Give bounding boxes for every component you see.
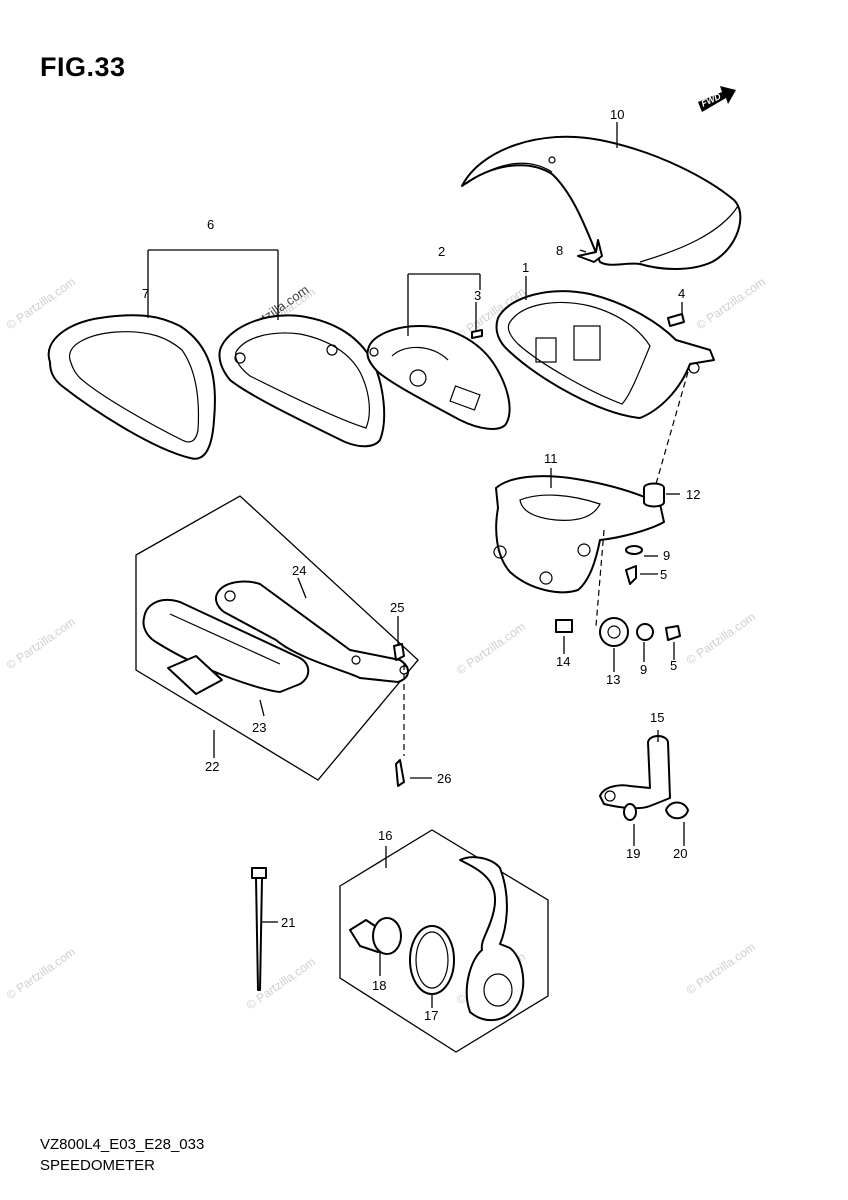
sensor-hub <box>459 856 525 1022</box>
screw-8 <box>577 239 603 263</box>
diagram-name: SPEEDOMETER <box>40 1157 156 1174</box>
callout-2: 2 <box>438 244 445 259</box>
watermark: © Partzilla.com <box>4 615 78 673</box>
callout-numbers: 10 6 7 2 8 3 1 4 11 12 9 5 24 25 14 13 9… <box>142 107 700 1023</box>
callout-26: 26 <box>437 771 451 786</box>
callout-9a: 9 <box>663 548 670 563</box>
screw-14 <box>555 619 573 633</box>
cushion-13 <box>599 617 629 647</box>
callout-4: 4 <box>678 286 685 301</box>
group-22-outline <box>135 495 419 781</box>
watermark: © Partzilla.com <box>4 275 78 333</box>
watermark: © Partzilla.com <box>454 620 528 678</box>
callout-13: 13 <box>606 672 620 687</box>
screw-26 <box>395 759 405 787</box>
washer-9a <box>625 545 643 555</box>
callout-25: 25 <box>390 600 404 615</box>
group-16-outline <box>339 829 549 1053</box>
callout-14: 14 <box>556 654 570 669</box>
watermark: © Partzilla.com <box>694 275 768 333</box>
watermark: © Partzilla.com <box>684 940 758 998</box>
screw-4 <box>667 313 685 327</box>
indicator-bracket <box>215 580 409 787</box>
watermark: © Partzilla.com <box>4 945 78 1003</box>
indicator-light <box>142 599 310 695</box>
callout-19: 19 <box>626 846 640 861</box>
washer-9b <box>636 623 654 641</box>
callout-16: 16 <box>378 828 392 843</box>
forward-arrow-icon: FWD <box>698 86 736 112</box>
callout-12: 12 <box>686 487 700 502</box>
meter-case <box>218 314 386 448</box>
callout-24: 24 <box>292 563 306 578</box>
meter-cover <box>461 135 742 270</box>
hardware <box>471 239 685 647</box>
callout-15: 15 <box>650 710 664 725</box>
screw-5b <box>665 625 681 641</box>
callout-1: 1 <box>522 260 529 275</box>
diagram-code: VZ800L4_E03_E28_033 <box>40 1136 205 1153</box>
callout-5a: 5 <box>660 567 667 582</box>
meter-lens-ring <box>47 314 216 460</box>
sensor-bracket <box>599 735 689 821</box>
screw-25 <box>393 643 405 661</box>
callout-11: 11 <box>544 451 558 466</box>
leader-lines <box>147 122 689 1008</box>
callout-23: 23 <box>252 720 266 735</box>
watermark: © Partzilla.com <box>684 610 758 668</box>
meter-bracket <box>493 475 665 594</box>
clamp-20 <box>665 801 689 820</box>
meter-assembly <box>366 325 511 430</box>
callout-5b: 5 <box>670 658 677 673</box>
watermark: © Partzilla.com <box>244 955 318 1013</box>
callout-22: 22 <box>205 759 219 774</box>
callout-7: 7 <box>142 286 149 301</box>
screw-5a <box>625 565 637 585</box>
callout-10: 10 <box>610 107 624 122</box>
callout-9b: 9 <box>640 662 647 677</box>
cable-tie <box>251 867 267 991</box>
callout-3: 3 <box>474 288 481 303</box>
callout-20: 20 <box>673 846 687 861</box>
meter-housing <box>495 290 715 419</box>
sensor-parts <box>349 856 525 1022</box>
callout-8: 8 <box>556 243 563 258</box>
callout-21: 21 <box>281 915 295 930</box>
callout-18: 18 <box>372 978 386 993</box>
grommet <box>643 482 665 508</box>
callout-17: 17 <box>424 1008 438 1023</box>
callout-6: 6 <box>207 217 214 232</box>
screw-3 <box>471 329 483 339</box>
washer-19 <box>623 803 637 821</box>
figure-title: FIG.33 <box>40 52 126 82</box>
